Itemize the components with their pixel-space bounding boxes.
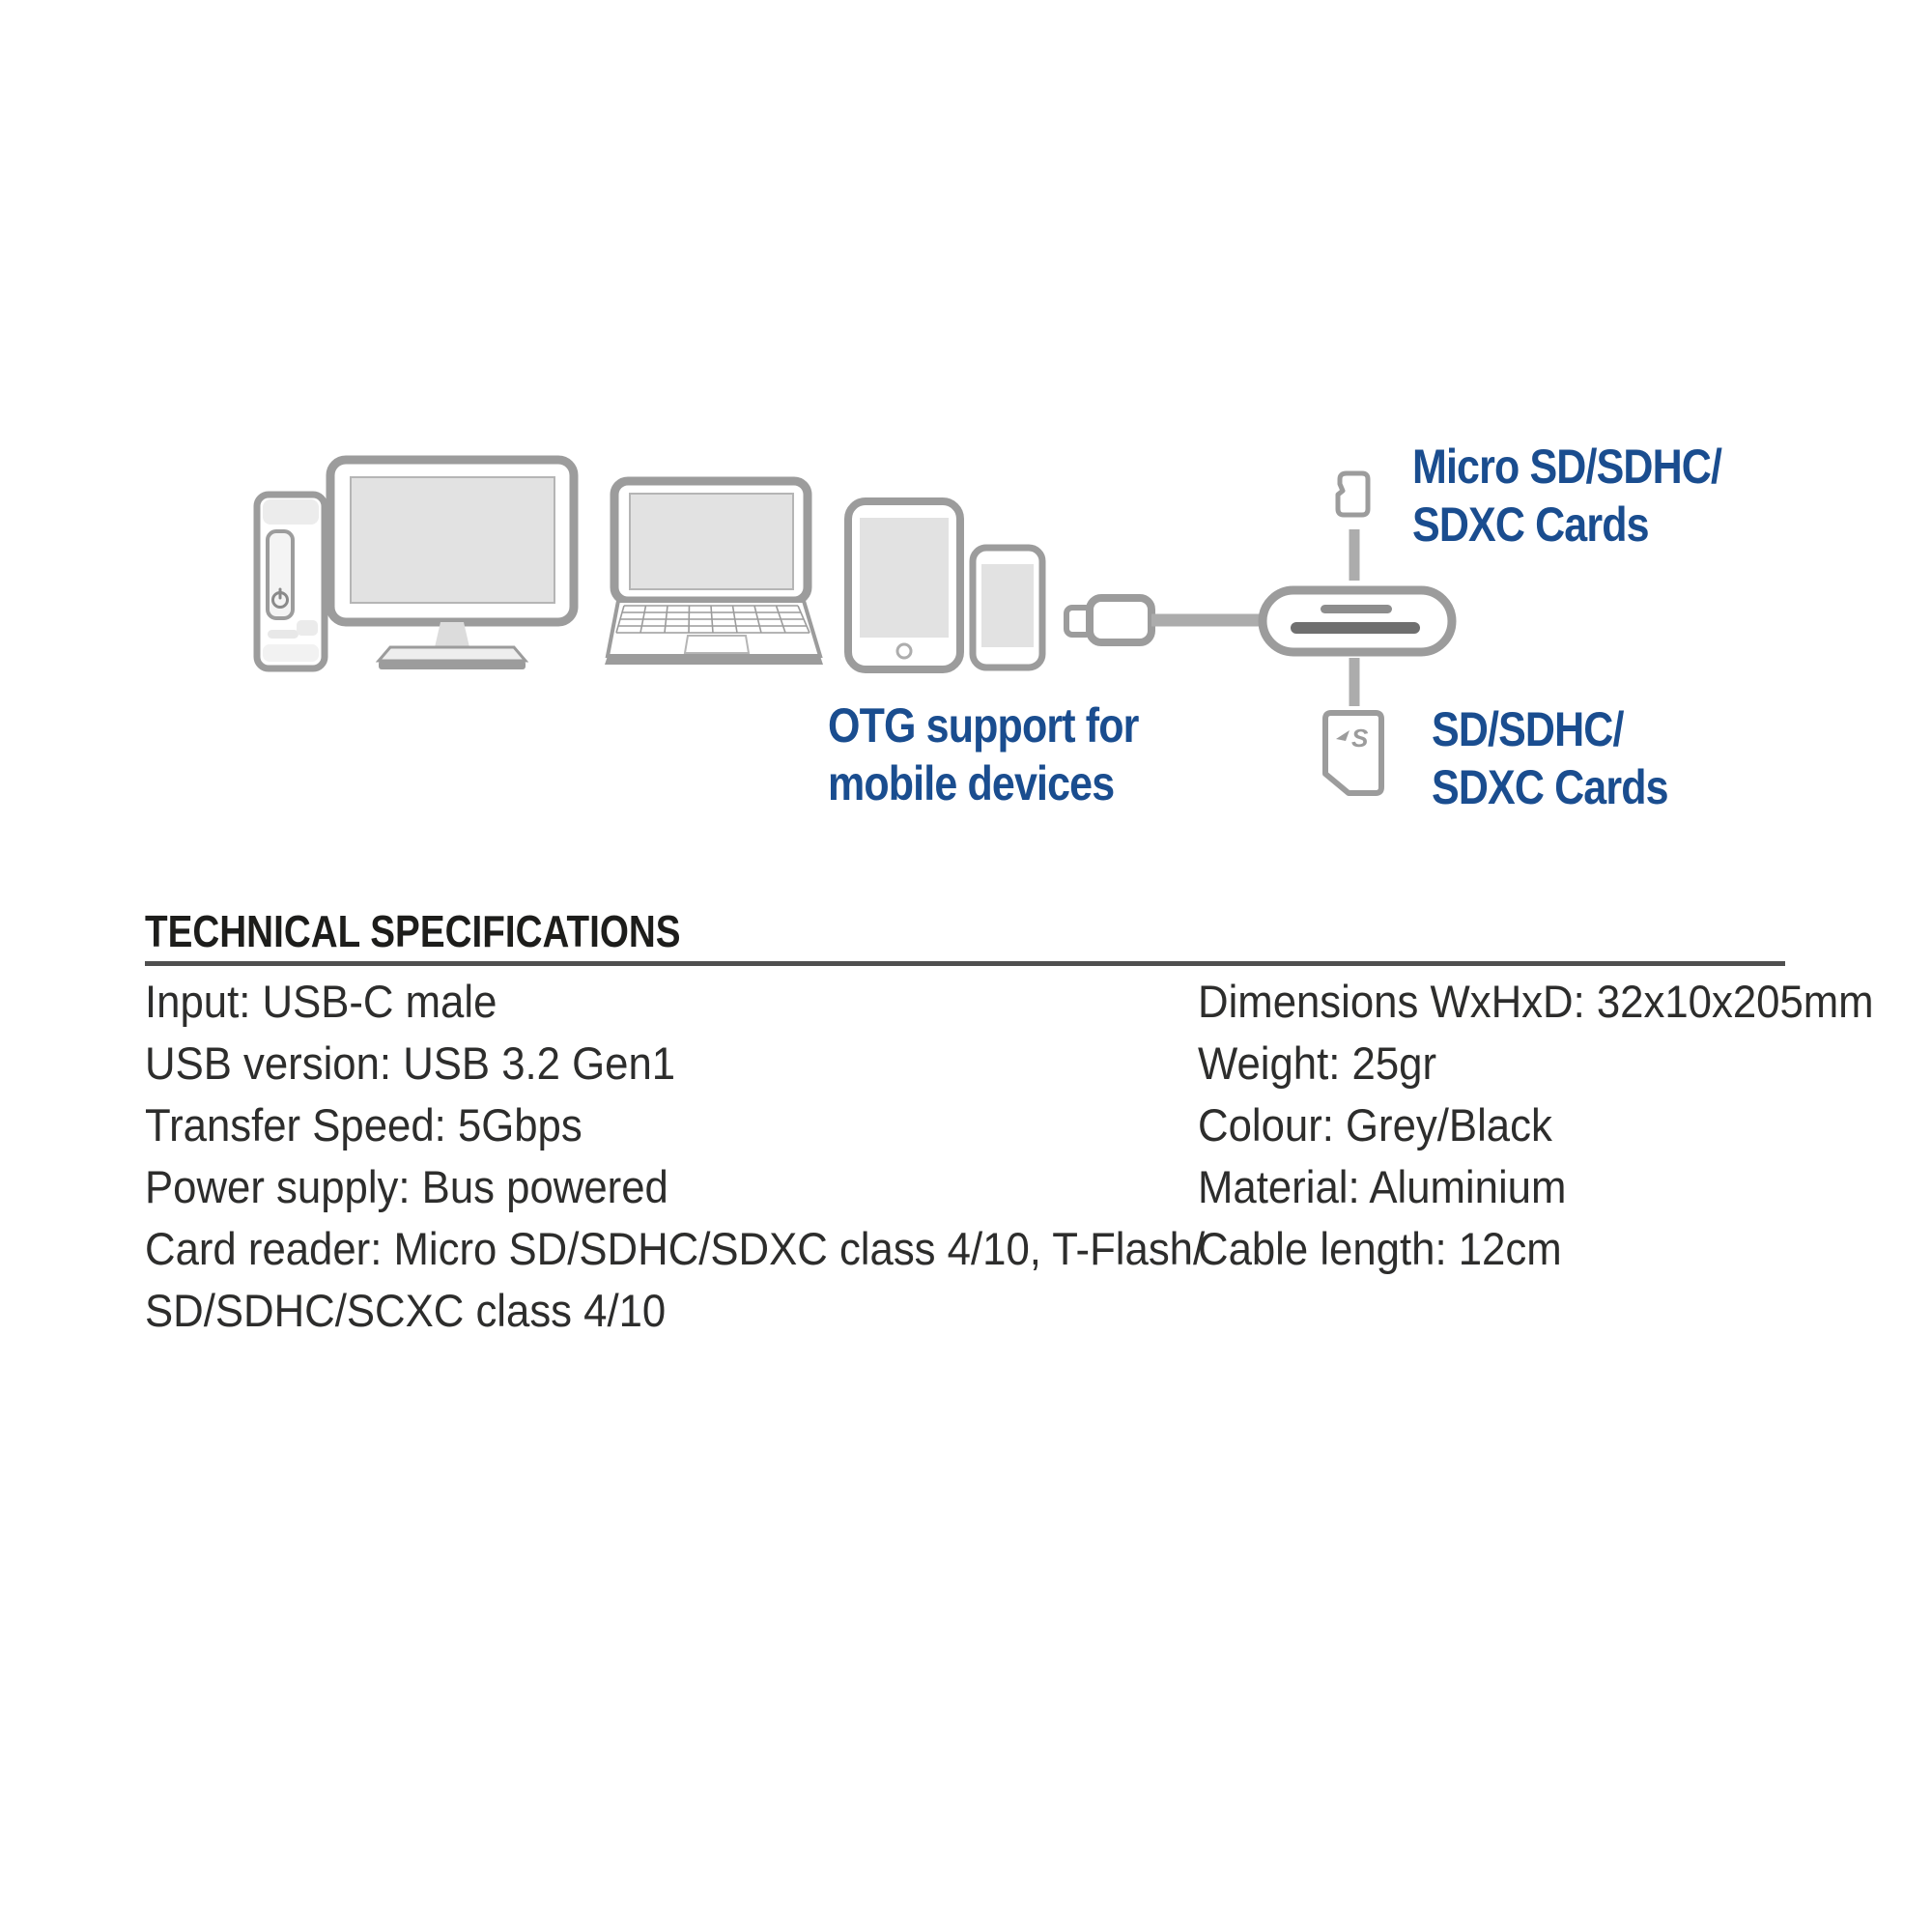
spec-line-dimensions: Dimensions WxHxD: 32x10x205mm [1198, 976, 1874, 1027]
trackpad [683, 635, 751, 654]
label-otg-support: OTG support for mobile devices [828, 696, 1139, 812]
label-otg-line2: mobile devices [828, 756, 1115, 810]
tablet-icon [844, 497, 964, 673]
label-micro-sd-line1: Micro SD/SDHC/ [1412, 440, 1722, 494]
spec-line-cable-length: Cable length: 12cm [1198, 1223, 1562, 1274]
spec-line-weight: Weight: 25gr [1198, 1037, 1437, 1089]
laptop-icon [605, 476, 823, 665]
spec-line-card-reader-cont: SD/SDHC/SCXC class 4/10 [145, 1285, 667, 1336]
home-button [895, 642, 913, 660]
desktop-tower-icon [253, 491, 328, 672]
card-reader-icon [1258, 585, 1457, 657]
smartphone-icon [969, 544, 1046, 671]
specs-heading: TECHNICAL SPECIFICATIONS [145, 906, 681, 956]
label-micro-sd-cards: Micro SD/SDHC/ SDXC Cards [1412, 438, 1722, 554]
specs-left-column: Input: USB-C male USB version: USB 3.2 G… [145, 971, 1205, 1342]
sd-logo-wedge [1336, 730, 1350, 741]
usb-c-connector-icon [1064, 594, 1155, 646]
label-micro-sd-line2: SDXC Cards [1412, 497, 1650, 552]
spec-line-transfer-speed: Transfer Speed: 5Gbps [145, 1099, 582, 1151]
spec-line-card-reader: Card reader: Micro SD/SDHC/SDXC class 4/… [145, 1223, 1206, 1274]
micro-sd-slot [1321, 605, 1392, 613]
spec-line-usb-version: USB version: USB 3.2 Gen1 [145, 1037, 676, 1089]
sd-card-logo: S [1351, 724, 1369, 753]
label-sd-line1: SD/SDHC/ [1432, 702, 1624, 756]
specs-right-column: Dimensions WxHxD: 32x10x205mm Weight: 25… [1198, 971, 1874, 1280]
spec-line-power-supply: Power supply: Bus powered [145, 1161, 668, 1212]
label-otg-line1: OTG support for [828, 698, 1139, 753]
divider-rule [145, 961, 1785, 966]
sd-slot [1291, 622, 1420, 634]
spec-line-input: Input: USB-C male [145, 976, 497, 1027]
spec-line-colour: Colour: Grey/Black [1198, 1099, 1552, 1151]
sd-card-icon: S [1322, 710, 1384, 796]
spec-line-material: Material: Aluminium [1198, 1161, 1567, 1212]
power-icon [271, 587, 289, 609]
micro-sd-card-icon [1335, 470, 1371, 518]
monitor-icon [326, 455, 579, 669]
label-sd-cards: SD/SDHC/ SDXC Cards [1432, 700, 1669, 816]
label-sd-line2: SDXC Cards [1432, 760, 1669, 814]
